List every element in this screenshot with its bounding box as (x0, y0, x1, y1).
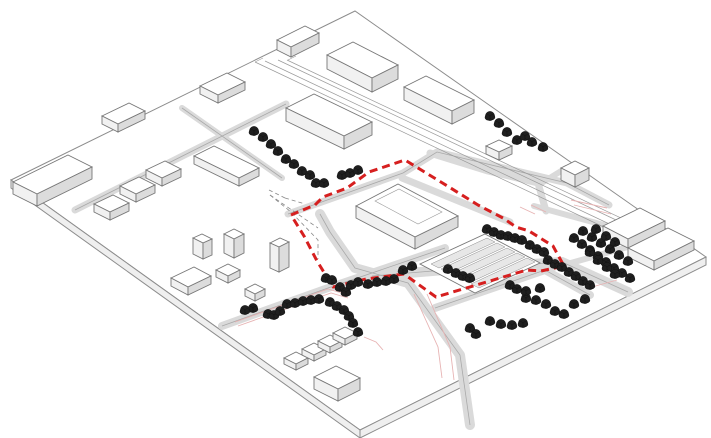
building-block-icon (601, 207, 667, 249)
tree-icon (470, 328, 482, 340)
tree-icon (584, 246, 596, 258)
tree-icon (579, 293, 591, 305)
tree-icon (248, 125, 260, 137)
building-block-icon (92, 194, 131, 221)
building-block-icon (484, 139, 514, 161)
tree-icon (371, 276, 383, 288)
tree-icon (537, 141, 549, 153)
tree-icon (352, 164, 364, 176)
building-block-icon (169, 266, 213, 296)
tree-icon (590, 223, 602, 235)
tree-icon (257, 131, 269, 143)
building-block-icon (243, 283, 267, 302)
tree-icon (501, 126, 513, 138)
tree-icon (600, 230, 612, 242)
tree-icon (516, 234, 528, 246)
tree-icon (549, 305, 561, 317)
tree-icon (326, 274, 338, 286)
building-block-icon (275, 25, 321, 58)
site-reference-lines (268, 189, 319, 259)
tree-icon (540, 298, 552, 310)
tree-icon (576, 238, 588, 250)
tree-icon (313, 293, 325, 305)
tree-icon (388, 273, 400, 285)
tree-icon (484, 110, 496, 122)
tree-icon (609, 236, 621, 248)
tree-icon (272, 145, 284, 157)
tree-icon (622, 255, 634, 267)
tree-icon (609, 268, 621, 280)
building-block-icon (312, 365, 362, 402)
rail-corridor (254, 55, 643, 231)
tree-icon (397, 264, 409, 276)
tree-icon (520, 285, 532, 297)
building-block-icon (626, 227, 696, 271)
tree-icon (288, 158, 300, 170)
building-block-icon (268, 237, 291, 273)
tree-icon (526, 136, 538, 148)
tree-icon (493, 117, 505, 129)
building-block-icon (222, 228, 246, 259)
tree-icon (601, 261, 613, 273)
buildings (11, 25, 696, 402)
building-block-icon (191, 233, 214, 260)
tree-icon (495, 318, 507, 330)
tree-icon (304, 169, 316, 181)
building-block-icon (284, 93, 374, 150)
tree-icon (534, 282, 546, 294)
tree-icon (484, 315, 496, 327)
tree-icon (577, 225, 589, 237)
tree-icon (239, 304, 251, 316)
tree-icon (464, 272, 476, 284)
tree-icon (362, 278, 374, 290)
tree-icon (624, 272, 636, 284)
building-block-icon (118, 176, 157, 203)
building-block-icon (11, 154, 94, 207)
tree-icon (530, 294, 542, 306)
tree-icon (318, 177, 330, 189)
building-block-icon (198, 72, 247, 104)
tree-icon (592, 254, 604, 266)
tree-icon (274, 305, 286, 317)
tree-icon (265, 138, 277, 150)
building-block-icon (559, 160, 591, 188)
tree-icon (506, 319, 518, 331)
building-block-icon (100, 102, 147, 133)
building-block-icon (402, 75, 476, 125)
tree-icon (568, 232, 580, 244)
building-block-icon (214, 263, 242, 284)
ground-slab (10, 10, 707, 438)
tree-icon (280, 153, 292, 165)
tree-icon (352, 326, 364, 338)
tree-icon (558, 308, 570, 320)
tree-icon (568, 298, 580, 310)
tree-icon (517, 317, 529, 329)
parking-area (418, 233, 542, 294)
tree-icon (406, 260, 418, 272)
building-block-icon (144, 160, 183, 187)
tree-icon (352, 276, 364, 288)
tree-icon (511, 283, 523, 295)
building-block-icon (326, 41, 399, 93)
central-site-building (355, 183, 459, 250)
building-block-icon (192, 145, 261, 187)
tree-icon (347, 317, 359, 329)
tree-icon (584, 279, 596, 291)
tree-icon (613, 249, 625, 261)
